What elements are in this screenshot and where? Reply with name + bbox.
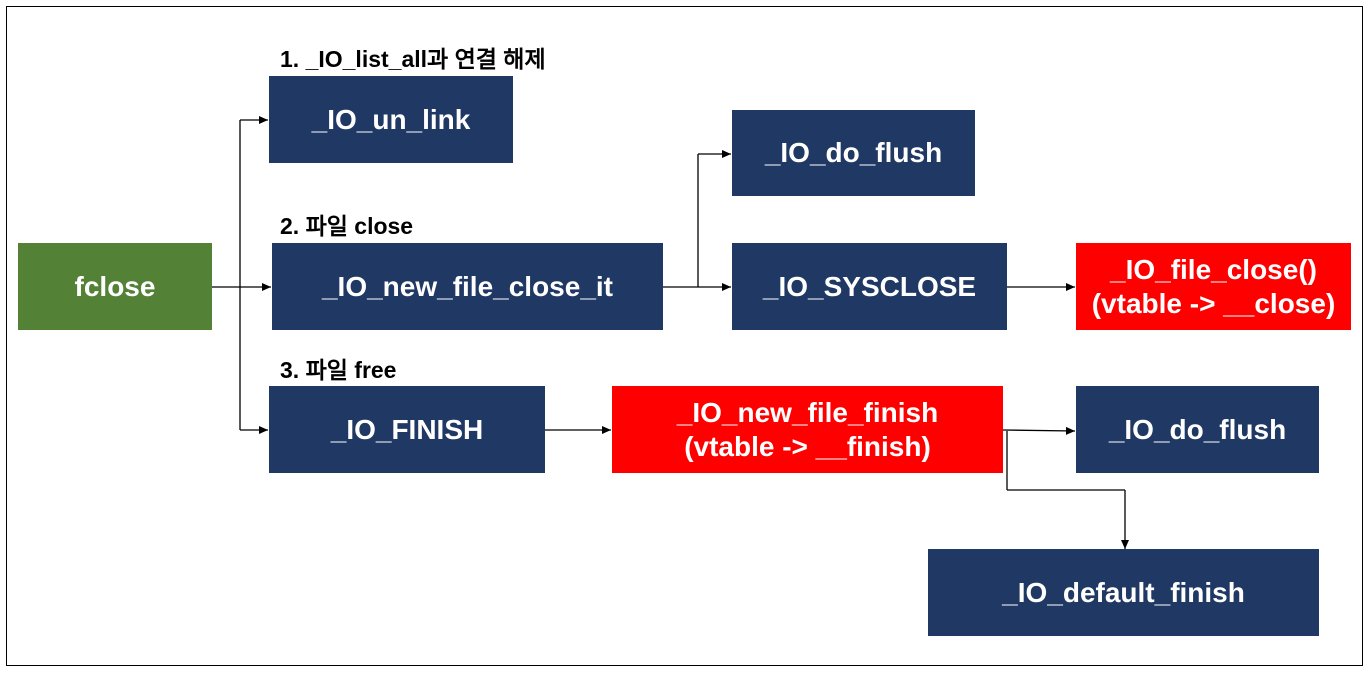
- step2-label: 2. 파일 close: [280, 213, 414, 239]
- step3-label: 3. 파일 free: [280, 357, 397, 383]
- node-io-new-file-finish-line1: _IO_new_file_finish: [676, 396, 939, 428]
- node-fclose: fclose: [18, 243, 212, 330]
- node-io-file-close-line2: (vtable -> __close): [1091, 287, 1336, 319]
- edge-new-file-finish-to-do-flush: [1002, 426, 1076, 435]
- node-io-new-file-finish-line2: (vtable -> __finish): [684, 430, 931, 462]
- diagram-frame: [6, 6, 1363, 666]
- node-io-new-file-close-it: _IO_new_file_close_it: [272, 243, 663, 330]
- step1-label: 1. _IO_list_all과 연결 해제: [280, 46, 546, 72]
- node-io-file-close-line1: _IO_file_close(): [1110, 253, 1317, 285]
- node-io-do-flush-bottom: _IO_do_flush: [1076, 386, 1319, 473]
- node-io-finish: _IO_FINISH: [269, 386, 545, 473]
- node-io-file-close: _IO_file_close() (vtable -> __close): [1076, 243, 1351, 330]
- node-io-un-link: _IO_un_link: [269, 76, 513, 163]
- node-io-sysclose: _IO_SYSCLOSE: [732, 243, 1007, 330]
- node-io-do-flush-top: _IO_do_flush: [732, 110, 975, 196]
- node-io-default-finish: _IO_default_finish: [928, 549, 1319, 636]
- node-io-new-file-finish: _IO_new_file_finish (vtable -> __finish): [612, 386, 1003, 473]
